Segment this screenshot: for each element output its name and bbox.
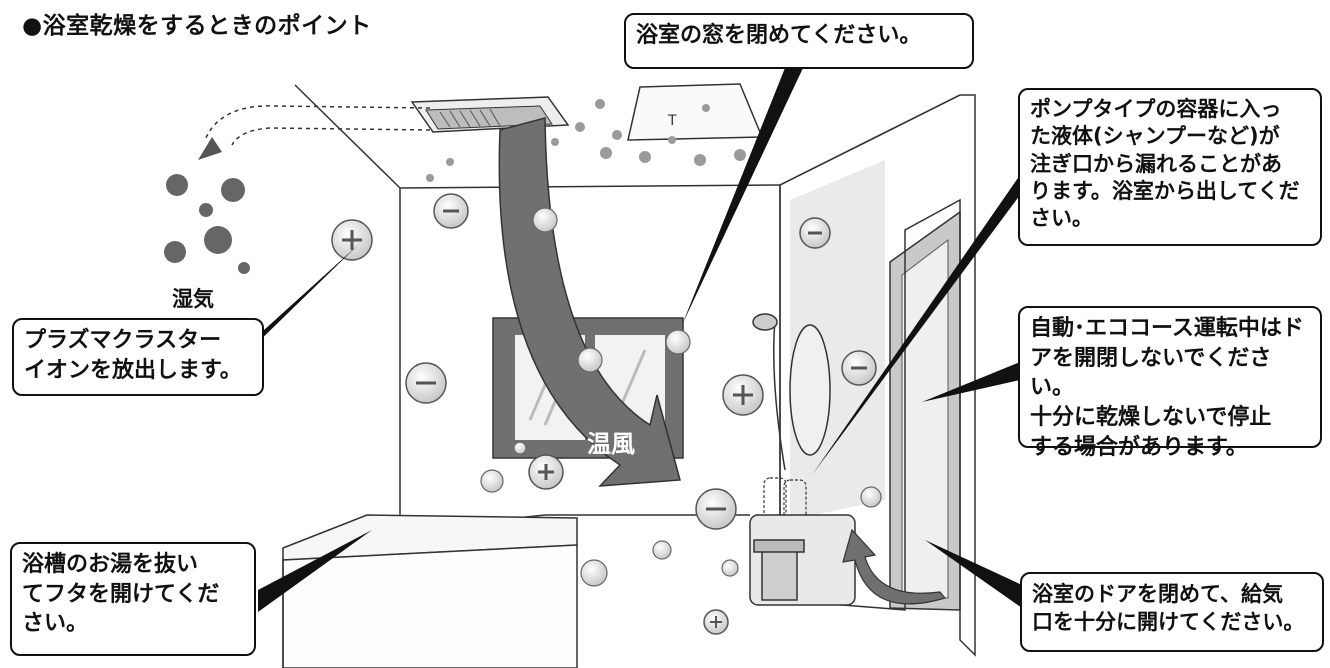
callout-plasmacluster: プラズマクラスター イオンを放出します。 (12, 318, 264, 396)
warm-air-label: 温風 (587, 430, 635, 458)
exhaust-path (204, 105, 431, 146)
svg-text:T: T (667, 113, 677, 129)
callout-pointers (248, 68, 1022, 612)
ion-minus (405, 193, 877, 530)
bathtub (282, 514, 578, 668)
shower-fixtures (752, 313, 831, 471)
callout-bathtub: 浴槽のお湯を抜い てフタを開けてくだ さい。 (10, 542, 256, 656)
ion-plus (331, 219, 764, 635)
callout-close-window: 浴室の窓を閉めてください。 (624, 13, 974, 69)
callout-auto-course: 自動･エココース運転中はド アを開閉しないでください。 十分に乾燥しないで停止 … (1018, 306, 1322, 460)
callout-pump-container: ポンプタイプの容器に入っ た液体(シャンプーなど)が 注ぎ口から漏れることがあ … (1018, 88, 1322, 246)
page-title: ●浴室乾燥をするときのポイント (22, 13, 372, 39)
humidity-dots (164, 174, 250, 274)
ceiling-ions (426, 99, 746, 182)
faucet-area (749, 514, 856, 606)
ion-neutral (480, 207, 882, 587)
humidity-label: 湿気 (172, 287, 214, 311)
callout-door-supply: 浴室のドアを閉めて、給気 口を十分に開けてください。 (1020, 572, 1324, 652)
exhaust-arrow-head (198, 137, 222, 160)
bathroom-door (889, 210, 961, 611)
supply-air-arrow (842, 528, 947, 605)
ceiling-window: T (627, 83, 764, 141)
